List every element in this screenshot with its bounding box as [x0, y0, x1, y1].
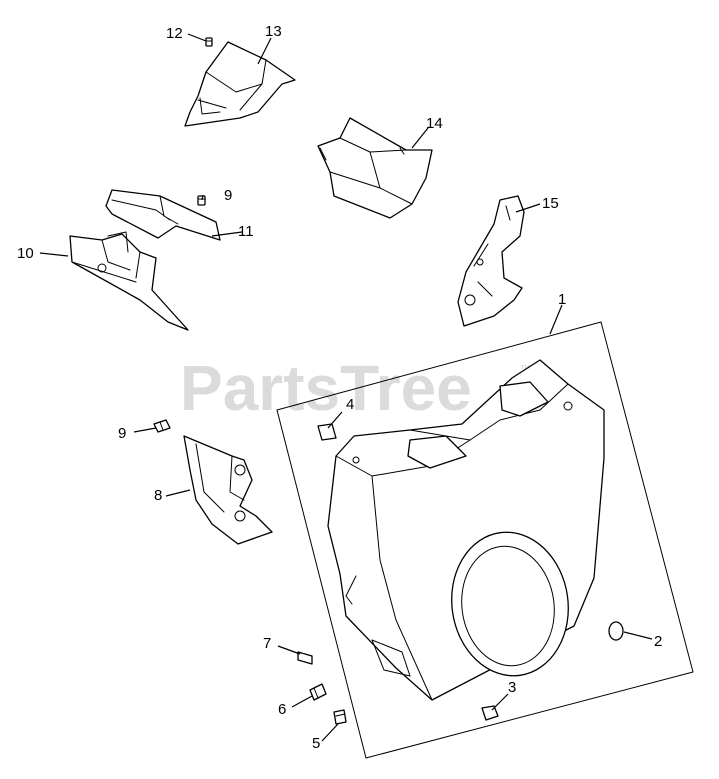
callout-12: 12 — [166, 25, 183, 42]
callout-9-lower: 9 — [118, 425, 126, 442]
part-10-baffle — [69, 231, 189, 331]
part-12-screw — [205, 37, 213, 47]
part-9-screw-lower — [153, 419, 171, 433]
part-6-bolt — [309, 683, 327, 701]
callout-11: 11 — [238, 223, 254, 240]
part-2-grommet — [608, 621, 624, 641]
callout-14: 14 — [426, 115, 443, 132]
part-1-blower-housing — [327, 359, 605, 701]
callout-2: 2 — [654, 633, 662, 650]
part-9-screw-upper — [197, 195, 206, 206]
watermark-text: PartsTree — [180, 352, 472, 424]
part-13-shroud — [184, 41, 296, 127]
callout-9-upper: 9 — [224, 187, 232, 204]
part-5-fastener — [333, 709, 347, 725]
part-15-bracket — [457, 195, 525, 327]
callout-10: 10 — [17, 245, 34, 262]
callout-8: 8 — [154, 487, 162, 504]
part-3-nut — [481, 705, 499, 721]
callouts: 12 13 14 9 11 10 15 1 4 9 8 2 7 3 6 5 — [17, 23, 662, 752]
callout-6: 6 — [278, 701, 286, 718]
part-8-bracket — [183, 435, 273, 545]
part-7-pin — [297, 651, 313, 665]
callout-3: 3 — [508, 679, 516, 696]
callout-15: 15 — [542, 195, 559, 212]
callout-1: 1 — [558, 291, 566, 308]
leader-lines — [39, 33, 653, 742]
callout-4: 4 — [346, 396, 354, 413]
callout-7: 7 — [263, 635, 271, 652]
part-11-bracket — [105, 189, 221, 241]
assembly-frame — [276, 321, 694, 759]
callout-5: 5 — [312, 735, 320, 752]
callout-13: 13 — [265, 23, 282, 40]
part-14-shroud — [317, 117, 433, 219]
part-4-clip — [317, 423, 337, 441]
